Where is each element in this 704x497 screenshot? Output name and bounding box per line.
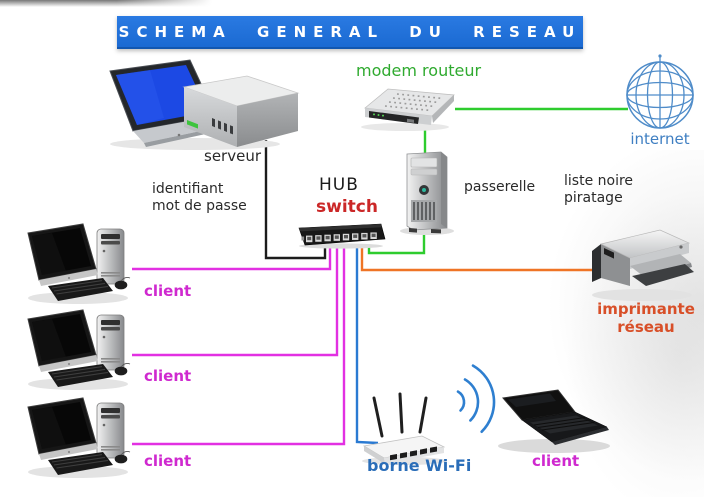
internet-label: internet [630, 130, 690, 148]
connection-client2-switch [132, 245, 339, 357]
modem-router-label: modem routeur [356, 61, 482, 80]
wifi-router-icon [362, 392, 446, 465]
connection-client3-switch [132, 245, 346, 446]
top-edge-shadow [0, 0, 212, 7]
blacklist-line1: liste noire [564, 173, 634, 189]
connection-server-switch [264, 140, 327, 260]
network-printer-label: imprimante réseau [594, 300, 698, 337]
desktop-client-icon [27, 309, 131, 390]
credentials-line2: mot de passe [152, 198, 247, 215]
wifi-station-label: borne Wi-Fi [367, 456, 472, 475]
connection-switch-wifi [355, 245, 379, 445]
blacklist-label: liste noire piratage [564, 173, 633, 207]
connection-switch-gateway [367, 226, 426, 255]
client1-label: client [144, 282, 192, 300]
client2-label: client [144, 367, 192, 385]
credentials-label: identifiant mot de passe [152, 181, 247, 215]
client3-label: client [144, 452, 192, 470]
laptop-client-label: client [532, 452, 580, 470]
switch-label: switch [316, 197, 378, 217]
hub-label: HUB [319, 175, 359, 195]
connection-switch-printer [360, 245, 598, 272]
wifi-signal-icon [456, 364, 496, 433]
gateway-label: passerelle [464, 179, 536, 195]
internet-globe-icon [626, 54, 694, 129]
credentials-line1: identifiant [152, 181, 224, 197]
desktop-client-icon [27, 223, 131, 304]
printer-line2: réseau [617, 318, 675, 337]
printer-line1: imprimante [597, 300, 695, 318]
server-icon [109, 59, 300, 150]
gateway-tower-icon [400, 151, 454, 235]
desktop-client-icon [27, 397, 131, 478]
connection-client1-switch [132, 245, 332, 271]
server-label: serveur [204, 147, 261, 165]
diagram-title-banner: SCHEMA GENERAL DU RESEAU [117, 16, 583, 49]
laptop-icon [498, 389, 610, 453]
printer-icon [592, 229, 694, 301]
modem-router-icon [361, 88, 455, 131]
blacklist-line2: piratage [564, 190, 623, 207]
network-switch-icon [298, 223, 386, 249]
diagram-title: SCHEMA GENERAL DU RESEAU [118, 22, 582, 41]
